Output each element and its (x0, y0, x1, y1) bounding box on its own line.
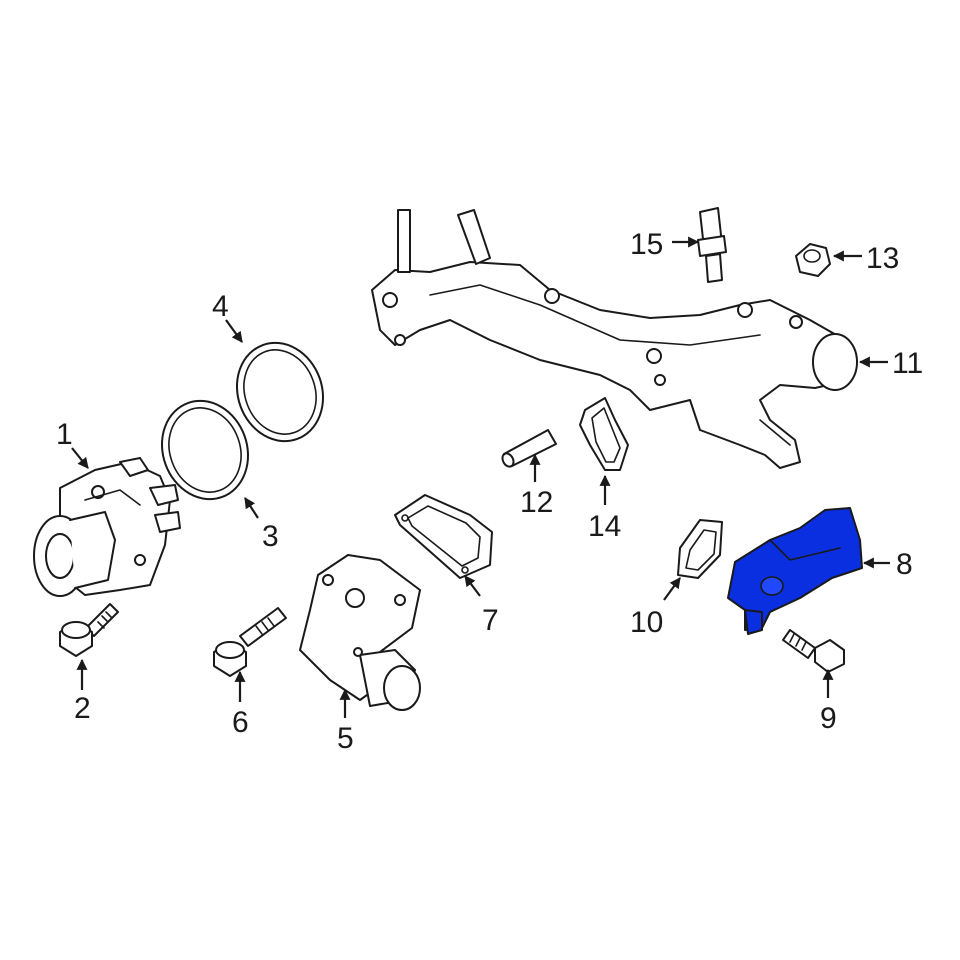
heat-shield-part[interactable] (727, 507, 863, 635)
callout-labels: 1 2 3 4 5 6 7 8 9 10 11 12 13 14 15 (56, 228, 923, 755)
callout-5: 5 (337, 722, 354, 755)
nut-part-13[interactable] (795, 243, 831, 277)
leader-1 (71, 447, 89, 469)
bolt-part-2[interactable] (59, 603, 119, 657)
callout-6: 6 (232, 706, 249, 739)
water-pipe-part[interactable] (371, 209, 858, 469)
callout-14: 14 (588, 510, 621, 543)
gasket-ring-part-3[interactable] (148, 389, 261, 512)
bolt-part-6[interactable] (213, 607, 287, 677)
water-pump-part[interactable] (33, 457, 181, 597)
gasket-part-7[interactable] (394, 494, 493, 579)
leader-4 (225, 319, 243, 343)
callout-1: 1 (56, 418, 73, 451)
callout-9: 9 (820, 702, 837, 735)
water-outlet-part[interactable] (299, 554, 421, 711)
callout-lines (71, 236, 890, 718)
callout-11: 11 (892, 347, 923, 380)
callout-10: 10 (630, 606, 663, 639)
gasket-part-14[interactable] (579, 397, 629, 471)
callout-3: 3 (262, 520, 279, 553)
callout-2: 2 (74, 692, 91, 725)
leader-3 (244, 497, 259, 519)
plate-part-10[interactable] (677, 519, 723, 579)
callout-15: 15 (630, 228, 663, 261)
callout-13: 13 (866, 242, 899, 275)
callout-7: 7 (482, 604, 499, 637)
bolt-part-9[interactable] (782, 629, 845, 673)
leader-7 (464, 575, 481, 597)
callout-12: 12 (520, 486, 553, 519)
pin-part-12[interactable] (500, 429, 557, 469)
callout-8: 8 (896, 548, 913, 581)
gasket-ring-part-4[interactable] (223, 331, 336, 454)
leader-10 (663, 577, 681, 601)
sensor-part-15[interactable] (697, 207, 727, 283)
callout-4: 4 (212, 290, 229, 323)
